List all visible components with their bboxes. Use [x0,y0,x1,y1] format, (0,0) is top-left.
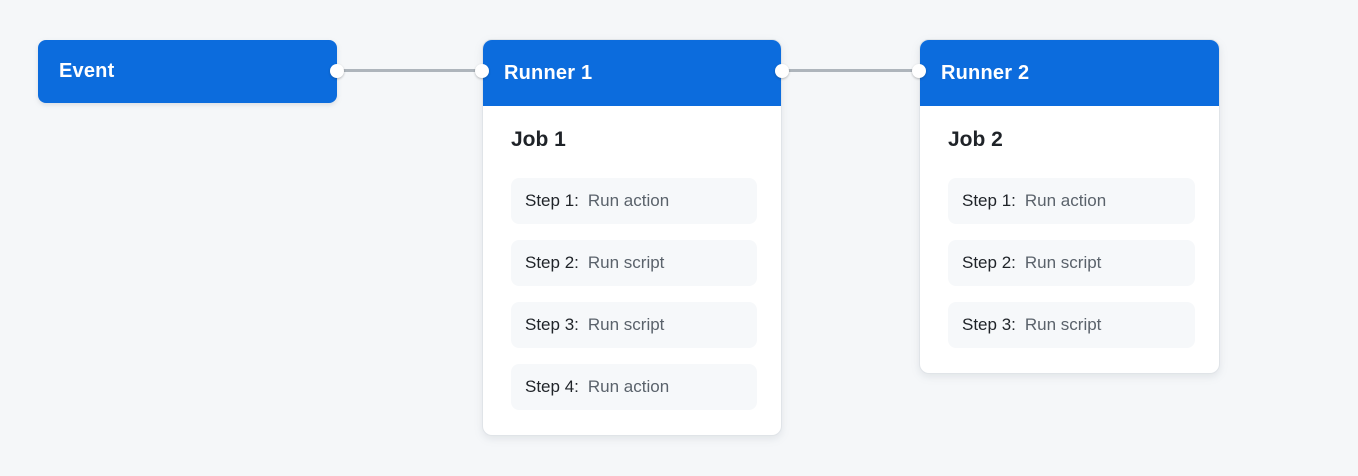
runner-1-body: Job 1 Step 1: Run action Step 2: Run scr… [483,106,781,435]
step-row: Step 4: Run action [511,364,757,410]
step-row: Step 2: Run script [511,240,757,286]
connector-line-runner1-runner2 [782,69,919,72]
step-label: Step 2: [525,253,579,272]
step-row: Step 3: Run script [511,302,757,348]
connector-line-event-runner1 [337,69,482,72]
runner-2-header: Runner 2 [920,40,1219,106]
runner-1-title: Runner 1 [504,61,593,84]
runner-1-node: Runner 1 Job 1 Step 1: Run action Step 2… [482,39,782,436]
runner-1-job-title: Job 1 [511,128,566,151]
connection-dot-runner1-left [475,64,489,78]
step-label: Step 1: [525,191,579,210]
event-node: Event [38,40,337,103]
step-action: Run script [1024,253,1102,272]
runner-2-title: Runner 2 [941,61,1030,84]
step-row: Step 1: Run action [948,178,1195,224]
step-label: Step 3: [962,315,1016,334]
step-action: Run script [587,315,665,334]
runner-1-steps-list: Step 1: Run action Step 2: Run script St… [511,178,757,410]
step-label: Step 1: [962,191,1016,210]
step-action: Run action [1024,191,1107,210]
step-action: Run action [587,191,670,210]
connection-dot-event-right [330,64,344,78]
runner-2-job-title: Job 2 [948,128,1003,151]
connection-dot-runner2-left [912,64,926,78]
runner-1-header: Runner 1 [483,40,781,106]
step-row: Step 2: Run script [948,240,1195,286]
step-row: Step 1: Run action [511,178,757,224]
step-label: Step 2: [962,253,1016,272]
step-action: Run script [1024,315,1102,334]
step-row: Step 3: Run script [948,302,1195,348]
runner-2-body: Job 2 Step 1: Run action Step 2: Run scr… [920,106,1219,373]
step-action: Run action [587,377,670,396]
event-node-title: Event [59,60,115,82]
step-label: Step 3: [525,315,579,334]
connection-dot-runner1-right [775,64,789,78]
runner-2-node: Runner 2 Job 2 Step 1: Run action Step 2… [919,39,1220,374]
step-action: Run script [587,253,665,272]
runner-2-steps-list: Step 1: Run action Step 2: Run script St… [948,178,1195,348]
step-label: Step 4: [525,377,579,396]
